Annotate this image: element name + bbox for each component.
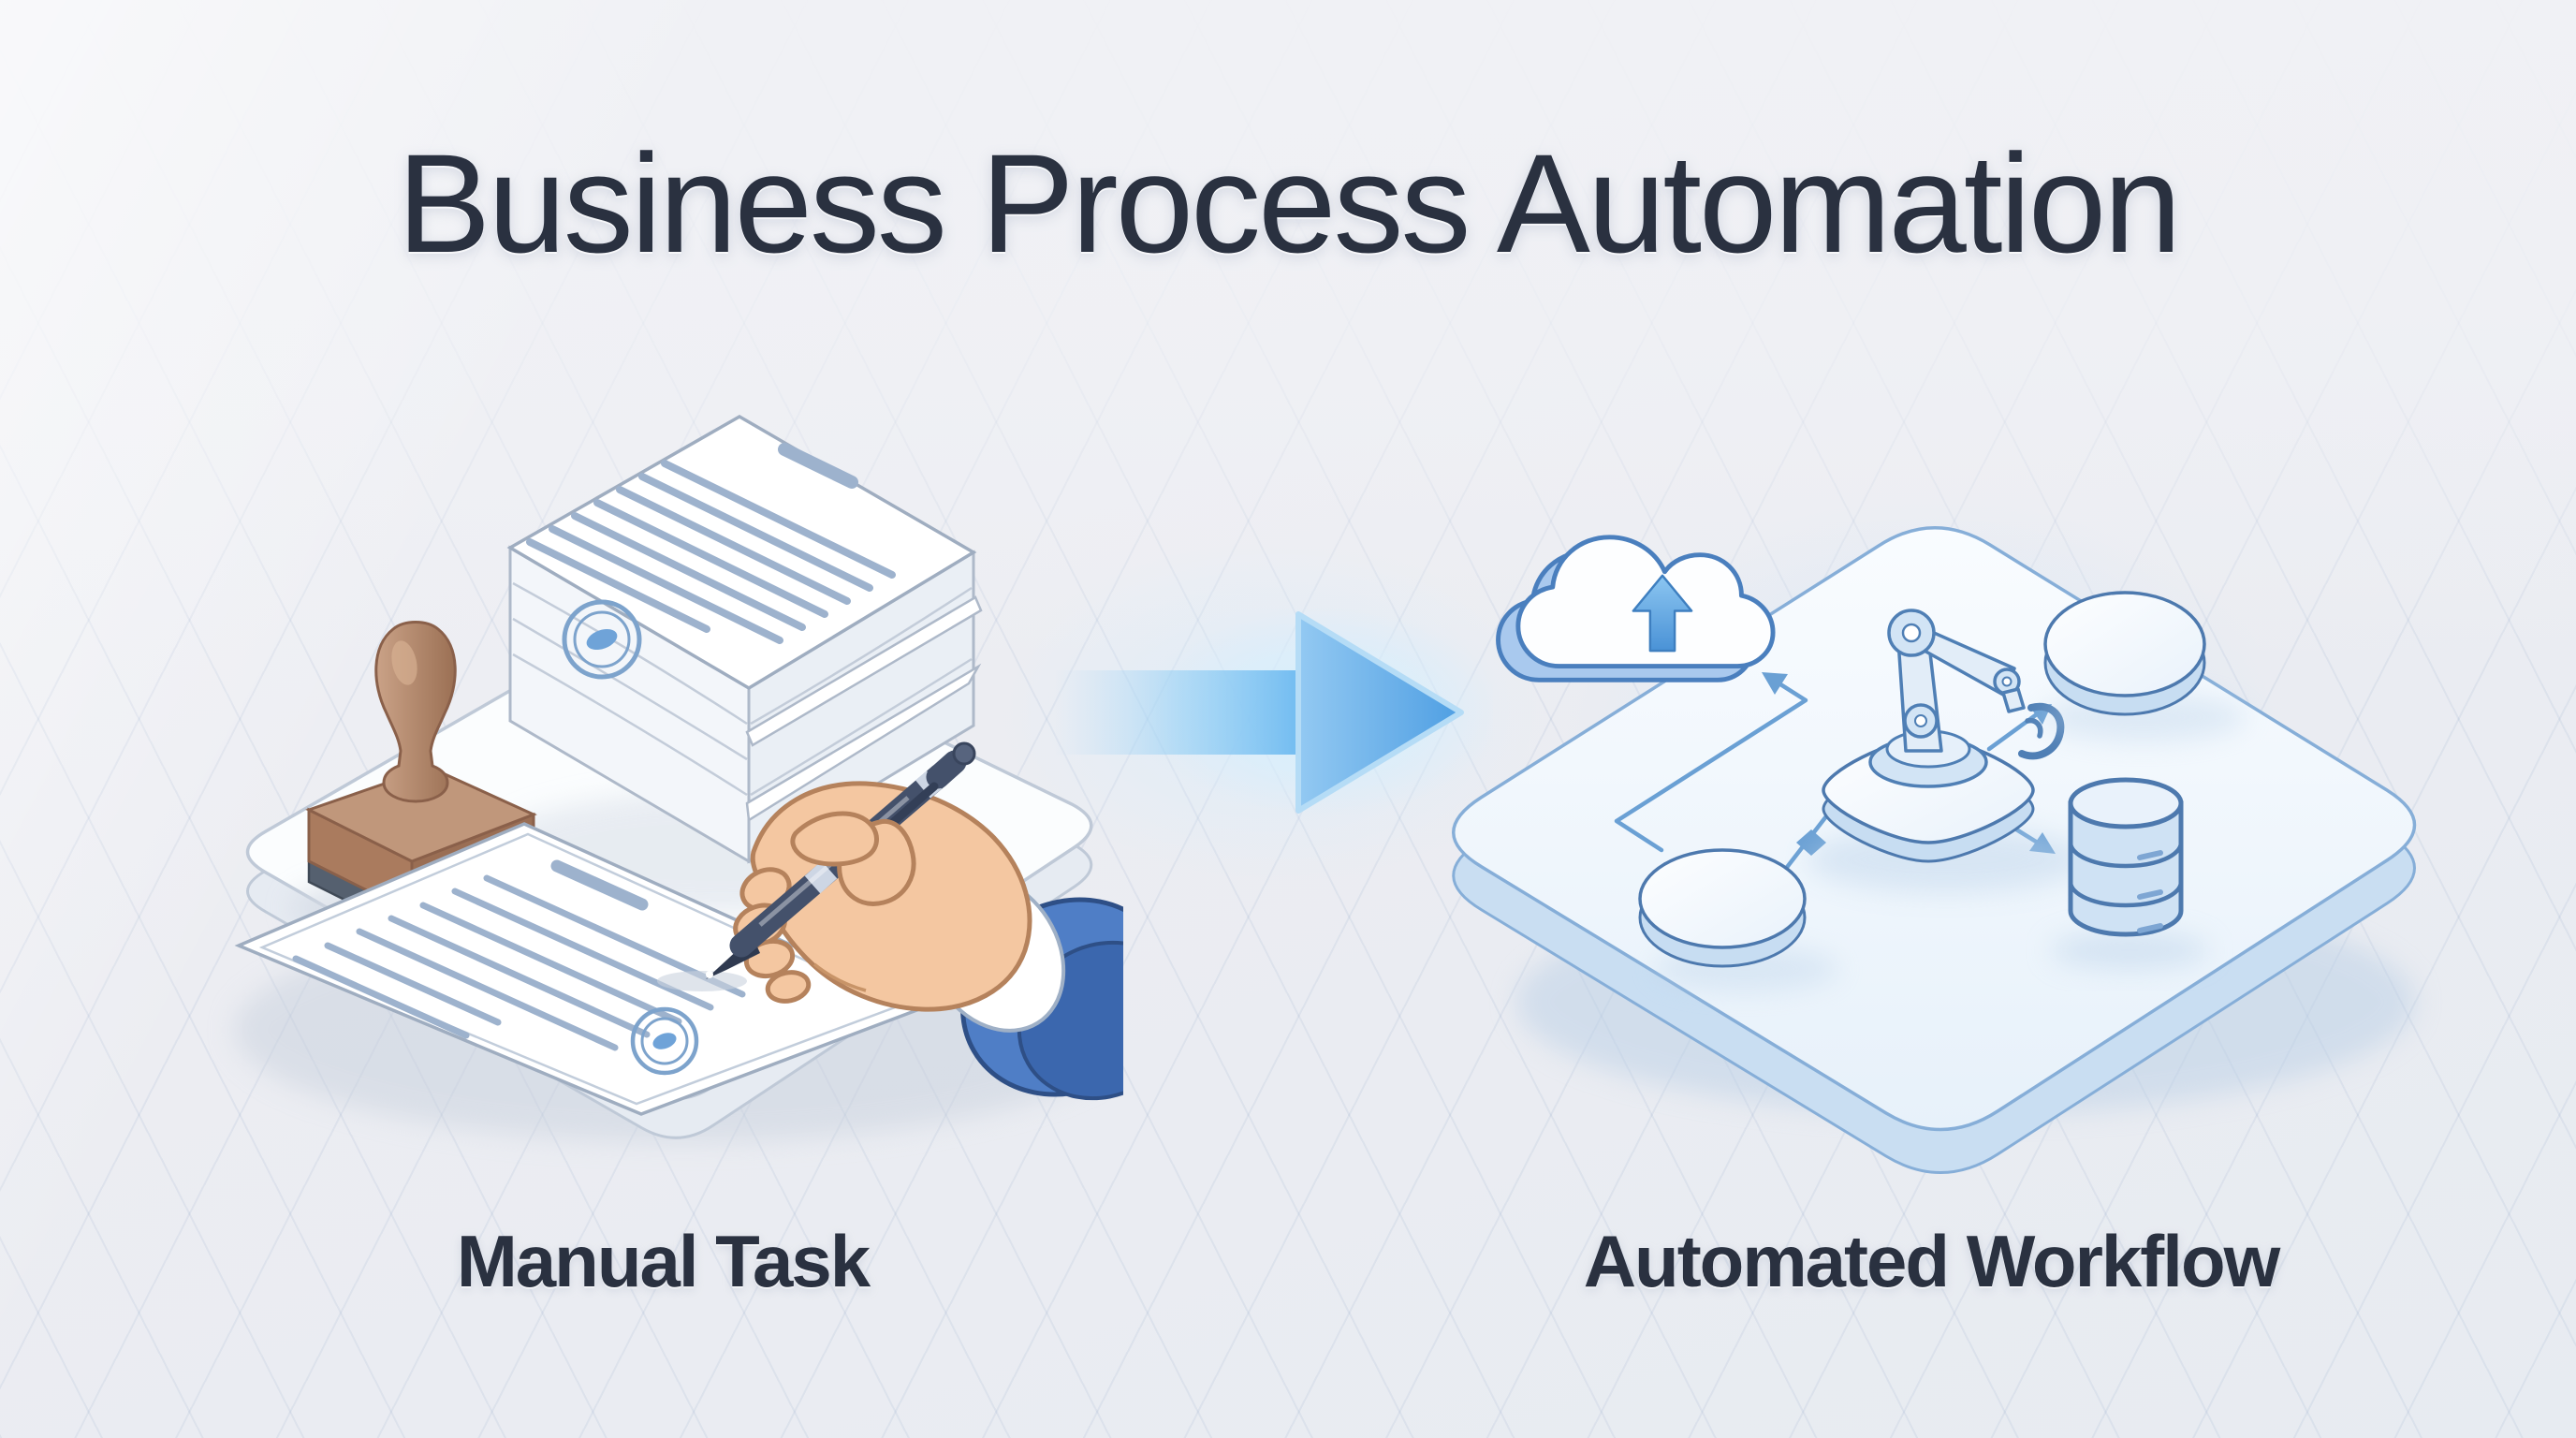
robot-arm-icon (1807, 609, 2087, 893)
pen-clip (885, 782, 939, 830)
paper-stack-icon (506, 414, 983, 864)
pen-tip-shadow (657, 971, 747, 991)
page-title: Business Process Automation (397, 125, 2181, 282)
connector-line (1614, 673, 1808, 853)
connector-arrowhead (1762, 672, 1788, 695)
pen-cap (952, 741, 976, 766)
upload-arrow-icon (1632, 574, 1693, 653)
stamp-handle (374, 621, 457, 803)
cloud-upload-icon (1496, 535, 1776, 682)
signature-seal-icon (630, 1006, 699, 1076)
automated-workflow-illustration (1452, 526, 2417, 1174)
workflow-node-icon (1638, 848, 1839, 991)
arrow-head (1295, 611, 1464, 814)
arrow-tail (1055, 670, 1300, 755)
finger (765, 970, 812, 1004)
transform-arrow-icon (1055, 607, 1493, 816)
stamp-seal-icon (562, 599, 642, 680)
manual-task-illustration (234, 414, 1123, 1142)
signing-hand-icon (657, 741, 1123, 1101)
index-finger (790, 811, 879, 867)
connector-line (1986, 709, 2043, 752)
left-caption: Manual Task (456, 1220, 871, 1302)
database-icon (2050, 777, 2209, 969)
right-caption: Automated Workflow (1583, 1220, 2281, 1302)
workflow-node-icon (2041, 591, 2247, 741)
gripper-claw (2018, 702, 2065, 760)
